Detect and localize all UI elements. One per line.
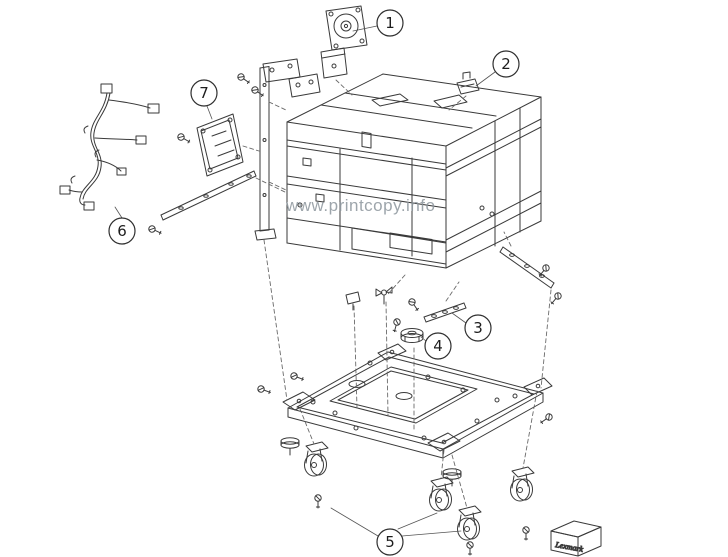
callout-1: 1 [376, 9, 404, 37]
small-clip [345, 291, 361, 311]
callout-5: 5 [376, 528, 404, 556]
base-frame [282, 343, 553, 459]
screw-icon [548, 290, 564, 307]
screw-icon [236, 72, 252, 86]
screw-icon [289, 371, 305, 383]
caster-wheel [457, 505, 482, 541]
part-4-pulley [400, 328, 424, 343]
screw-icon [314, 494, 322, 509]
caster-wheel [304, 441, 329, 477]
callout-5-number: 5 [385, 533, 395, 551]
screw-icon [538, 412, 554, 426]
wire-harness [59, 83, 160, 211]
controller-board [196, 113, 244, 177]
callout-7-number: 7 [199, 84, 209, 102]
callout-7: 7 [190, 79, 218, 107]
brand-box: Lexmark [550, 520, 602, 557]
part-3-bar [423, 302, 467, 323]
callout-3-number: 3 [473, 319, 483, 337]
motor-assembly [320, 5, 368, 79]
screw-icon [407, 297, 421, 313]
caster-wheel [510, 466, 535, 502]
frame-left-post [254, 66, 277, 241]
part-2-clip [456, 71, 480, 95]
watermark-text: www.printcopy.info [285, 196, 435, 215]
screw-icon [147, 224, 163, 237]
callout-4-number: 4 [433, 337, 443, 355]
callout-6: 6 [108, 217, 136, 245]
callout-6-number: 6 [117, 222, 127, 240]
callout-4: 4 [424, 332, 452, 360]
screw-icon [390, 317, 402, 333]
callout-leader-lines [114, 25, 496, 537]
callout-3: 3 [464, 314, 492, 342]
adjuster-foot [280, 437, 300, 456]
screw-icon [522, 526, 530, 541]
screw-icon [176, 132, 192, 146]
callout-2: 2 [492, 50, 520, 78]
caster-wheel [429, 476, 454, 512]
left-rail [160, 170, 257, 221]
screw-icon [250, 85, 266, 99]
main-frame [286, 73, 542, 269]
assembly-guide-lines [242, 79, 552, 509]
right-rail [499, 246, 555, 289]
callout-1-number: 1 [385, 14, 395, 32]
screw-icon [256, 384, 272, 396]
callout-2-number: 2 [501, 55, 511, 73]
wing-screw-icon [375, 286, 393, 305]
motor-mount-brackets [262, 58, 321, 98]
screw-icon [466, 541, 474, 556]
